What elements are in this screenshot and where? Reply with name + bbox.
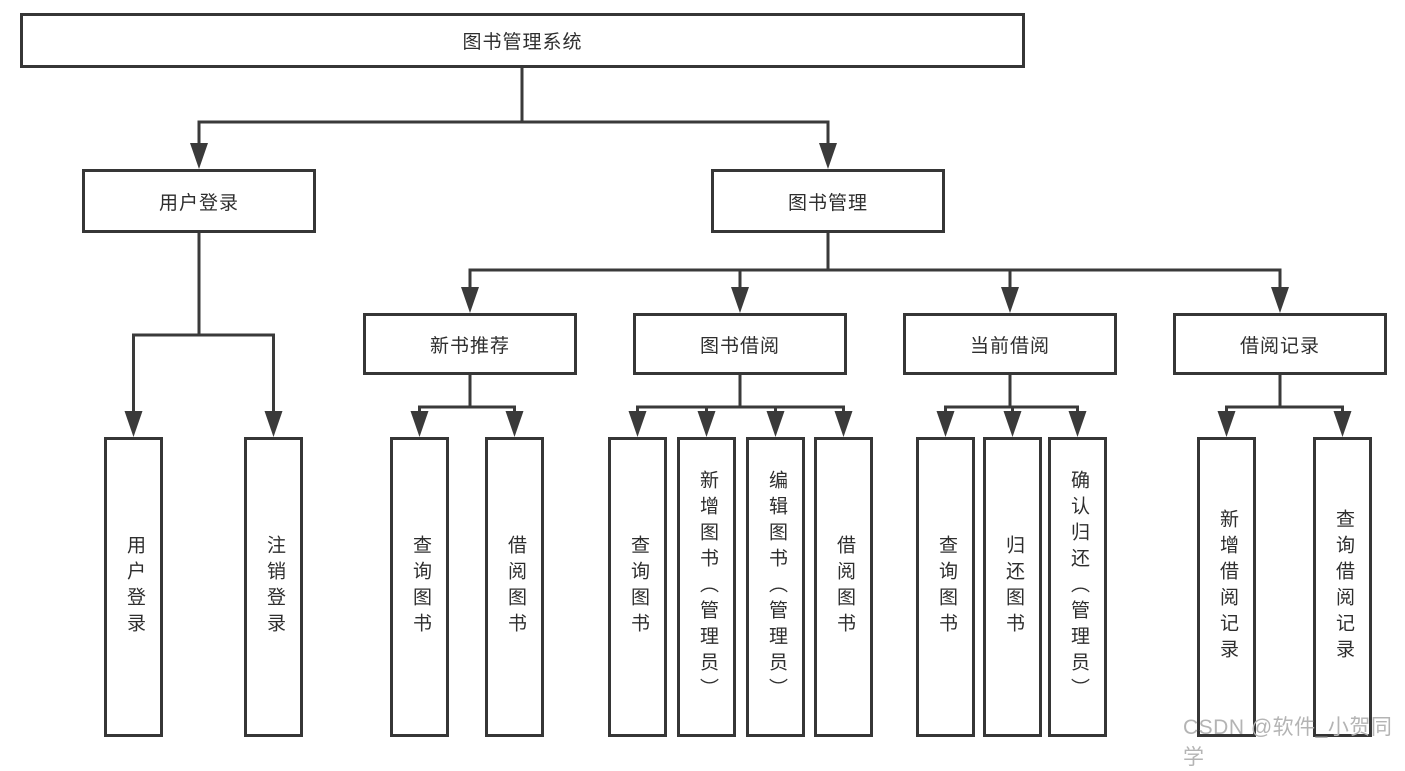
leaf-query-borrow-record-label: 查询借阅记录: [1332, 509, 1354, 665]
node-book-borrowing: 图书借阅: [633, 313, 847, 375]
leaf-query-books-borrowing-label: 查询图书: [627, 535, 649, 639]
node-user-login-label: 用户登录: [158, 192, 239, 214]
leaf-borrow-books-recommend-label: 借阅图书: [504, 535, 526, 639]
leaf-return-books-label: 归还图书: [1002, 535, 1024, 639]
leaf-query-books-recommend-label: 查询图书: [409, 535, 431, 639]
node-book-management: 图书管理: [711, 169, 945, 233]
node-root-label: 图书管理系统: [462, 32, 583, 53]
node-user-login: 用户登录: [82, 169, 316, 233]
leaf-user-login: 用户登录: [104, 437, 163, 737]
node-book-borrowing-label: 图书借阅: [699, 335, 780, 357]
connector-lines: [124, 66, 1352, 437]
node-borrowing-records: 借阅记录: [1173, 313, 1387, 375]
leaf-query-books-recommend: 查询图书: [390, 437, 449, 737]
leaf-query-borrow-record: 查询借阅记录: [1313, 437, 1372, 737]
leaf-edit-books-admin: 编辑图书（管理员）: [746, 437, 805, 737]
leaf-logout: 注销登录: [244, 437, 303, 737]
node-root: 图书管理系统: [20, 13, 1025, 68]
leaf-return-books: 归还图书: [983, 437, 1042, 737]
leaf-query-books-borrowing: 查询图书: [608, 437, 667, 737]
node-borrowing-records-label: 借阅记录: [1239, 335, 1320, 357]
leaf-borrow-books-borrowing: 借阅图书: [814, 437, 873, 737]
leaf-add-books-admin: 新增图书（管理员）: [677, 437, 736, 737]
leaf-edit-books-admin-label: 编辑图书（管理员）: [765, 470, 787, 704]
leaf-add-borrow-record: 新增借阅记录: [1197, 437, 1256, 737]
leaf-query-books-current: 查询图书: [916, 437, 975, 737]
leaf-logout-label: 注销登录: [263, 535, 285, 639]
diagram-canvas: 图书管理系统 用户登录 图书管理 新书推荐 图书借阅 当前借阅 借阅记录 用户登…: [20, 13, 1392, 769]
leaf-add-borrow-record-label: 新增借阅记录: [1216, 509, 1238, 665]
leaf-borrow-books-borrowing-label: 借阅图书: [833, 535, 855, 639]
leaf-add-books-admin-label: 新增图书（管理员）: [696, 470, 718, 704]
leaf-query-books-current-label: 查询图书: [935, 535, 957, 639]
node-new-book-recommend: 新书推荐: [363, 313, 577, 375]
node-current-borrowing-label: 当前借阅: [969, 335, 1050, 357]
leaf-confirm-return-admin: 确认归还（管理员）: [1048, 437, 1107, 737]
leaf-confirm-return-admin-label: 确认归还（管理员）: [1067, 470, 1089, 704]
node-new-book-recommend-label: 新书推荐: [429, 335, 510, 357]
node-current-borrowing: 当前借阅: [903, 313, 1117, 375]
leaf-borrow-books-recommend: 借阅图书: [485, 437, 544, 737]
node-book-management-label: 图书管理: [787, 192, 868, 214]
leaf-user-login-label: 用户登录: [123, 535, 145, 639]
csdn-watermark: CSDN @软件_小贺同学: [1183, 716, 1393, 769]
